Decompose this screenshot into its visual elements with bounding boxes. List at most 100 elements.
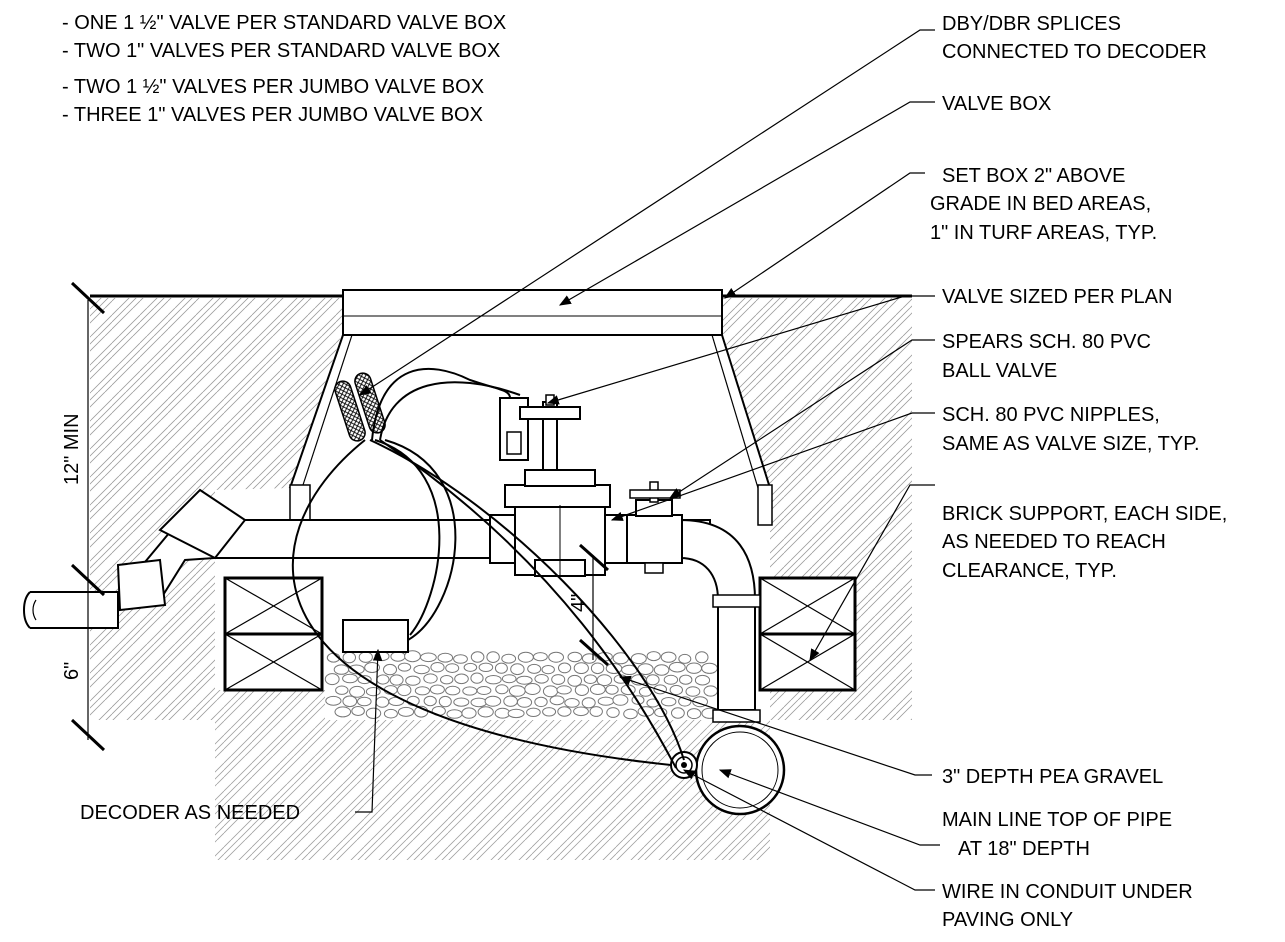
gravel-stone — [414, 686, 430, 696]
brick-label-3: CLEARANCE, TYP. — [942, 560, 1117, 582]
gravel-stone — [510, 663, 525, 676]
gravel-stone — [551, 674, 566, 685]
gravel-stone — [549, 695, 565, 706]
gravel-stone — [413, 664, 430, 675]
notes: - ONE 1 ½" VALVE PER STANDARD VALVE BOX … — [62, 12, 506, 126]
gravel-stone — [556, 685, 572, 695]
decoder — [342, 619, 409, 653]
gravel-stone — [671, 707, 685, 719]
gravel-stone — [533, 652, 548, 662]
gravel-stone — [334, 706, 352, 718]
gravel-stone — [397, 684, 412, 697]
gravel-stone — [685, 686, 701, 697]
gravel-stone — [383, 708, 398, 719]
gravel-stone — [646, 651, 661, 662]
gravel-stone — [335, 685, 349, 695]
gravel-stone — [454, 673, 469, 685]
gravel-stone — [517, 651, 534, 663]
gravel-stone — [476, 686, 492, 695]
gravel-stone — [574, 684, 590, 696]
gravel-stone — [390, 651, 406, 662]
gravel-stone — [583, 674, 598, 685]
control-valve — [489, 394, 628, 577]
gravel-stone — [541, 665, 555, 675]
gravel-stone — [461, 707, 477, 719]
gravel-stone — [453, 654, 468, 664]
pea-gravel — [324, 650, 719, 720]
main-line-label-2: AT 18" DEPTH — [958, 838, 1090, 860]
gravel-stone — [542, 685, 559, 698]
gravel-stone — [686, 708, 702, 720]
gravel-stone — [470, 672, 484, 684]
gravel-stone — [495, 684, 509, 695]
ball-valve-label-1: SPEARS SCH. 80 PVC — [942, 331, 1151, 353]
gravel-stone — [597, 696, 615, 706]
gravel-stone — [661, 697, 677, 707]
gravel-stone — [438, 695, 452, 708]
riser-pipe — [679, 518, 761, 723]
gravel-stone — [365, 687, 381, 697]
gravel-stone — [507, 708, 525, 719]
gravel-stone — [548, 651, 564, 663]
splices-label-1: DBY/DBR SPLICES — [942, 13, 1121, 35]
gravel-stone — [358, 651, 373, 663]
gravel-stone — [573, 662, 589, 674]
gravel-stone — [342, 695, 358, 708]
gravel-stone — [357, 675, 372, 685]
gravel-stone — [376, 674, 390, 685]
gravel-stone — [679, 674, 693, 685]
dimension-12-min: 12" MIN — [61, 413, 83, 485]
gravel-stone — [383, 663, 397, 676]
valve-sized-label: VALVE SIZED PER PLAN — [942, 286, 1172, 308]
gravel-stone — [564, 698, 580, 708]
gravel-stone — [445, 685, 461, 696]
gravel-stone — [445, 663, 460, 673]
gravel-stone — [596, 674, 613, 687]
gravel-stone — [446, 709, 463, 719]
gravel-stone — [646, 674, 660, 686]
conduit-label-1: WIRE IN CONDUIT UNDER — [942, 881, 1193, 903]
gravel-stone — [558, 662, 572, 674]
note-line-1: - ONE 1 ½" VALVE PER STANDARD VALVE BOX — [62, 12, 506, 34]
gravel-stone — [325, 695, 342, 706]
ball-valve-label-2: BALL VALVE — [942, 360, 1057, 382]
gravel-stone — [478, 662, 494, 672]
gravel-stone — [501, 653, 517, 664]
gravel-stone — [365, 707, 382, 719]
gravel-stone — [567, 651, 583, 663]
gravel-stone — [351, 706, 365, 716]
nipples-label-1: SCH. 80 PVC NIPPLES, — [942, 404, 1160, 426]
gravel-stone — [581, 697, 596, 709]
gravel-stone — [405, 675, 421, 686]
gravel-stone — [349, 685, 366, 698]
gravel-stone — [669, 684, 683, 696]
gravel-label: 3" DEPTH PEA GRAVEL — [942, 766, 1163, 788]
gravel-stone — [430, 662, 445, 673]
gravel-stone — [324, 673, 340, 686]
leader-lines — [355, 29, 940, 891]
gravel-stone — [612, 694, 629, 706]
gravel-stone — [463, 662, 478, 672]
main-line-pipe — [694, 724, 786, 816]
gravel-stone — [342, 651, 356, 664]
gravel-stone — [477, 706, 494, 718]
gravel-stone — [660, 651, 677, 663]
gravel-stone — [420, 652, 437, 663]
gravel-stone — [653, 664, 670, 676]
main-line-label-1: MAIN LINE TOP OF PIPE — [942, 809, 1172, 831]
gravel-stone — [453, 697, 470, 707]
dimension-4: 4" — [568, 594, 590, 612]
gravel-stone — [623, 708, 638, 720]
brick-label-2: AS NEEDED TO REACH — [942, 531, 1166, 553]
gravel-stone — [342, 673, 358, 684]
set-box-label-1: SET BOX 2" ABOVE — [942, 165, 1125, 187]
gravel-stone — [348, 664, 365, 675]
wires — [291, 367, 685, 769]
gravel-stone — [333, 664, 350, 675]
gravel-stone — [501, 674, 517, 684]
gravel-stone — [470, 697, 488, 708]
gravel-stone — [701, 662, 718, 674]
gravel-stone — [526, 707, 541, 717]
brick-support-left — [223, 576, 324, 692]
gravel-stone — [508, 685, 526, 697]
